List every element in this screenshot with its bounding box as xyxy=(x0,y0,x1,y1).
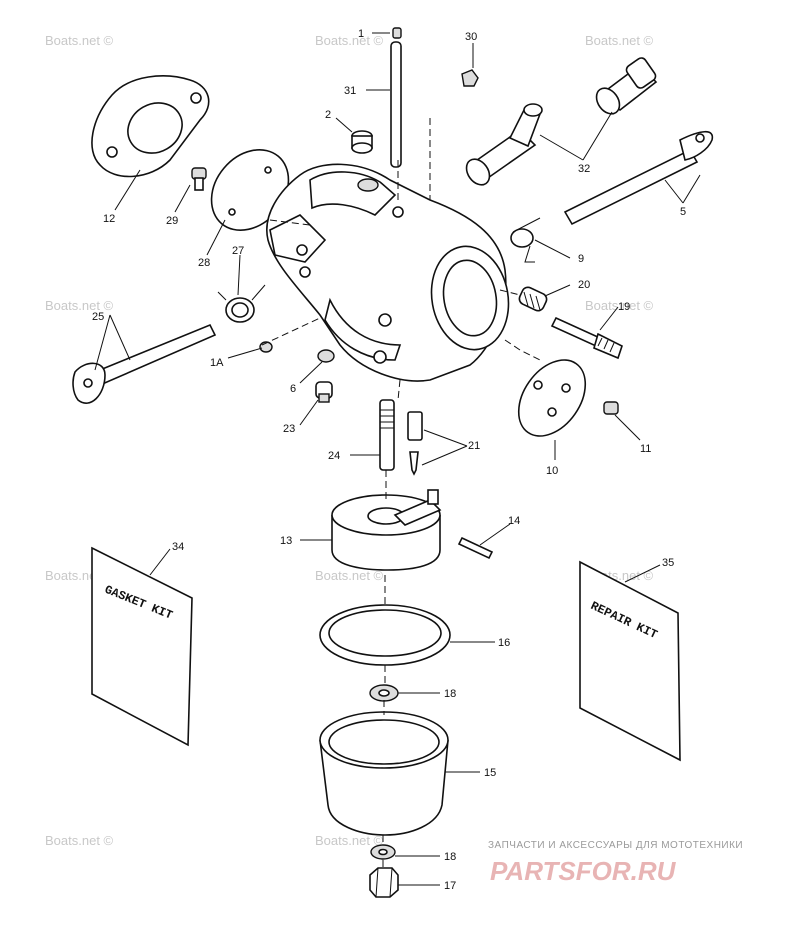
watermark: Boats.net © xyxy=(315,33,384,48)
callout-29: 29 xyxy=(166,215,178,227)
part-19-needle xyxy=(550,316,623,360)
callout-24: 24 xyxy=(328,450,340,462)
callout-14: 14 xyxy=(508,515,520,527)
callout-1: 1 xyxy=(358,28,364,40)
part-18-washer-lower xyxy=(370,844,396,860)
part-21-needle-seat xyxy=(407,411,423,476)
part-6-screw xyxy=(317,349,335,363)
part-18-washer xyxy=(369,684,399,702)
part-14-pin xyxy=(457,536,494,560)
callout-20: 20 xyxy=(578,279,590,291)
callout-16: 16 xyxy=(498,637,510,649)
part-5-shaft xyxy=(563,130,714,226)
callout-32: 32 xyxy=(578,163,590,175)
watermark: Boats.net © xyxy=(45,33,114,48)
part-2-cap xyxy=(351,130,373,154)
part-12-gasket xyxy=(91,75,210,178)
callout-31: 31 xyxy=(344,85,356,97)
callout-11: 11 xyxy=(640,443,651,455)
callout-30: 30 xyxy=(465,31,477,43)
callouts: 1 30 31 2 12 29 28 27 32 5 9 20 19 25 1A… xyxy=(92,28,686,892)
watermark: Boats.net © xyxy=(585,33,654,48)
callout-28: 28 xyxy=(198,257,210,269)
watermark: Boats.net © xyxy=(45,833,114,848)
watermark: Boats.net © xyxy=(315,833,384,848)
part-25-shaft xyxy=(72,323,217,404)
callout-1a: 1A xyxy=(210,357,224,369)
callout-34: 34 xyxy=(172,541,184,553)
leader-lines xyxy=(94,32,701,886)
part-13-float xyxy=(331,489,442,571)
part-32-fittings xyxy=(465,57,658,186)
callout-10: 10 xyxy=(546,465,558,477)
watermark: Boats.net © xyxy=(45,298,114,313)
callout-2: 2 xyxy=(325,109,331,121)
brand-watermark: ЗАПЧАСТИ И АКСЕССУАРЫ ДЛЯ МОТОТЕХНИКИ PA… xyxy=(488,840,743,886)
callout-6: 6 xyxy=(290,383,296,395)
part-9-spring xyxy=(510,217,541,263)
watermark: Boats.net © xyxy=(585,298,654,313)
part-24-post xyxy=(379,399,395,471)
brand-logo: PARTSFOR.RU xyxy=(490,856,677,886)
watermark: Boats.net © xyxy=(315,568,384,583)
callout-12: 12 xyxy=(103,213,115,225)
callout-13: 13 xyxy=(280,535,292,547)
part-29-screw xyxy=(191,167,207,191)
callout-27: 27 xyxy=(232,245,244,257)
callout-35: 35 xyxy=(662,557,674,569)
part-15-bowl xyxy=(319,711,449,836)
callout-23: 23 xyxy=(283,423,295,435)
callout-21: 21 xyxy=(468,440,480,452)
part-11-screw xyxy=(603,401,619,415)
part-34-gasket-kit: GASKET KIT xyxy=(91,546,193,747)
part-17-nut xyxy=(369,867,399,898)
part-31-pin xyxy=(390,27,402,168)
callout-15: 15 xyxy=(484,767,496,779)
callout-9: 9 xyxy=(578,253,584,265)
callout-18: 18 xyxy=(444,688,456,700)
part-27-spring xyxy=(217,284,266,323)
callout-17: 17 xyxy=(444,880,456,892)
callout-18-lower: 18 xyxy=(444,851,456,863)
part-23-screw xyxy=(315,381,333,403)
part-16-gasket xyxy=(319,604,451,666)
brand-subtitle: ЗАПЧАСТИ И АКСЕССУАРЫ ДЛЯ МОТОТЕХНИКИ xyxy=(488,840,743,851)
part-35-repair-kit: REPAIR KIT xyxy=(579,560,681,762)
part-10-plate xyxy=(517,359,587,437)
callout-5: 5 xyxy=(680,206,686,218)
part-30-nut xyxy=(461,69,479,87)
callout-19: 19 xyxy=(618,301,630,313)
carburetor-body xyxy=(266,163,510,382)
callout-25: 25 xyxy=(92,311,104,323)
part-20-spring xyxy=(518,286,548,312)
alignment-lines xyxy=(261,118,541,868)
